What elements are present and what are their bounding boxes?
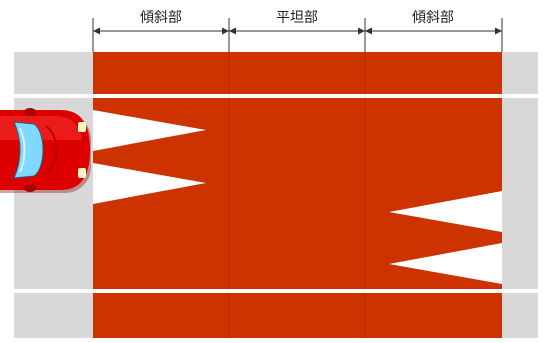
dimension-annotations xyxy=(92,18,503,52)
label-left-slope: 傾斜部 xyxy=(140,10,182,26)
label-right-slope: 傾斜部 xyxy=(412,10,454,26)
label-flat: 平坦部 xyxy=(276,10,318,26)
car-icon xyxy=(0,108,91,193)
lane-line-bottom xyxy=(0,289,543,293)
lane-line-top xyxy=(0,94,543,98)
triangle-marking-left-1 xyxy=(93,110,206,151)
dimension-arrowheads xyxy=(93,27,502,35)
triangle-marking-left-2 xyxy=(93,163,206,204)
triangle-marking-right-1 xyxy=(389,191,502,232)
triangle-marking-right-2 xyxy=(389,243,502,284)
